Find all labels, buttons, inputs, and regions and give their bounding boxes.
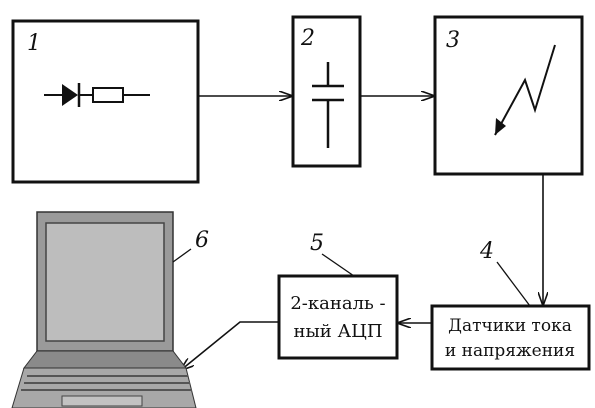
block-4-sensors: Датчики тока и напряжения 4 <box>430 239 591 371</box>
block-2-capacitor: 2 <box>291 15 362 168</box>
block-5-label-line1: 2-каналь - <box>290 293 385 314</box>
block-5-number: 5 <box>310 231 324 256</box>
block-1-number: 1 <box>27 31 41 56</box>
block-4-label-line2: и напряжения <box>445 341 575 361</box>
diode-resistor-icon <box>44 83 150 107</box>
block-4-label-line1: Датчики тока <box>448 316 572 336</box>
lightning-icon <box>494 44 556 136</box>
block-6-leader-line <box>172 248 192 263</box>
block-3-number: 3 <box>446 28 460 53</box>
block-2-number: 2 <box>300 26 315 51</box>
block-5-leader-line <box>321 253 355 277</box>
block-5-label-line2: ный АЦП <box>293 321 382 342</box>
block-5-adc: 2-каналь - ный АЦП 5 <box>277 231 399 360</box>
block-4-leader-line <box>496 261 531 307</box>
block-6-number: 6 <box>195 228 209 253</box>
block-3-discharge: 3 <box>433 15 584 176</box>
block-1-source: 1 <box>11 19 200 184</box>
block-4-number: 4 <box>479 239 494 264</box>
capacitor-icon <box>312 62 344 148</box>
arrow-5-to-6 <box>181 321 279 370</box>
laptop-computer-icon <box>11 211 197 408</box>
